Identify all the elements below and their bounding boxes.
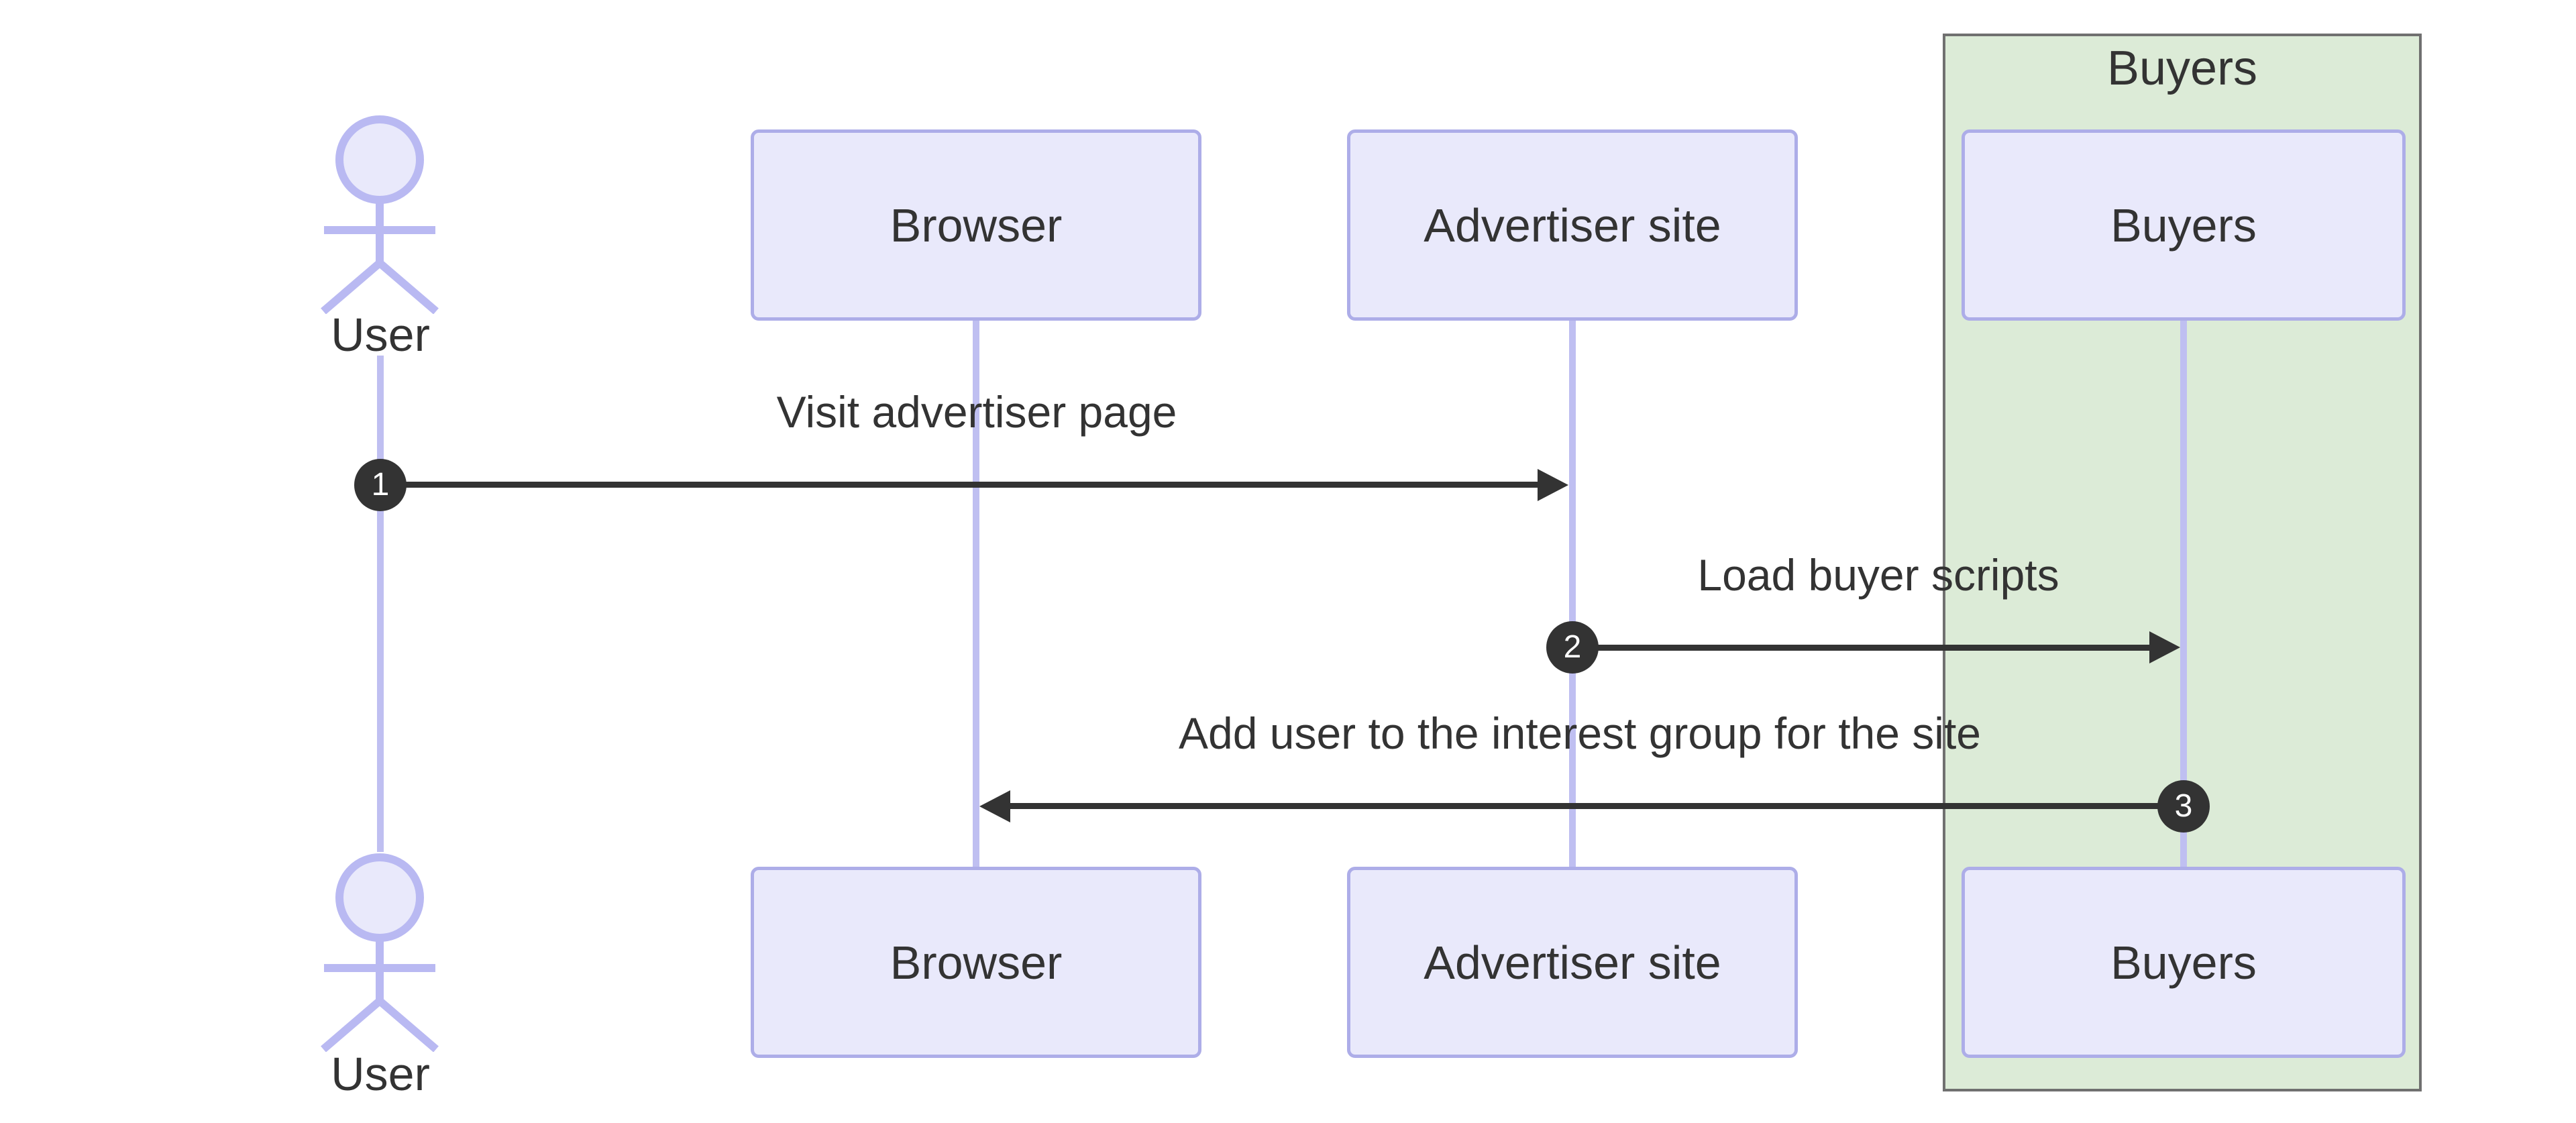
- message-arrow-1: [380, 482, 1538, 488]
- message-label-3: Add user to the interest group for the s…: [1178, 708, 1982, 758]
- participant-label: Advertiser site: [1424, 199, 1721, 252]
- user-actor-icon: [321, 853, 439, 1052]
- lifeline-user: [377, 356, 384, 852]
- buyers-group-label: Buyers: [2106, 42, 2258, 95]
- lifeline-browser: [973, 321, 979, 867]
- message-label-2: Load buyer scripts: [1697, 550, 2059, 600]
- message-label-1: Visit advertiser page: [776, 387, 1177, 437]
- sequence-number-badge-3: 3: [2157, 780, 2210, 833]
- participant-label: Browser: [890, 936, 1063, 989]
- message-arrow-3: [1010, 803, 2184, 809]
- user-actor-icon: [321, 115, 439, 314]
- participant-label: Advertiser site: [1424, 936, 1721, 989]
- sequence-number-badge-1: 1: [354, 459, 407, 511]
- sequence-number-badge-2: 2: [1546, 621, 1599, 674]
- participant-box-buyers-top: Buyers: [1962, 129, 2406, 321]
- participant-label: Buyers: [2110, 936, 2257, 989]
- participant-box-advertiser-site-bottom: Advertiser site: [1347, 867, 1798, 1058]
- actor-label-user-bottom: User: [331, 1048, 430, 1100]
- participant-label: Browser: [890, 199, 1063, 252]
- lifeline-advertiser-site: [1569, 321, 1576, 867]
- participant-box-buyers-bottom: Buyers: [1962, 867, 2406, 1058]
- arrowhead-right-icon: [2149, 631, 2180, 663]
- participant-label: Buyers: [2110, 199, 2257, 252]
- message-arrow-2: [1572, 645, 2149, 651]
- participant-box-browser-top: Browser: [751, 129, 1201, 321]
- lifeline-buyers: [2180, 321, 2187, 867]
- participant-box-advertiser-site-top: Advertiser site: [1347, 129, 1798, 321]
- arrowhead-right-icon: [1538, 469, 1568, 501]
- actor-label-user-top: User: [331, 309, 430, 361]
- participant-box-browser-bottom: Browser: [751, 867, 1201, 1058]
- arrowhead-left-icon: [979, 790, 1010, 822]
